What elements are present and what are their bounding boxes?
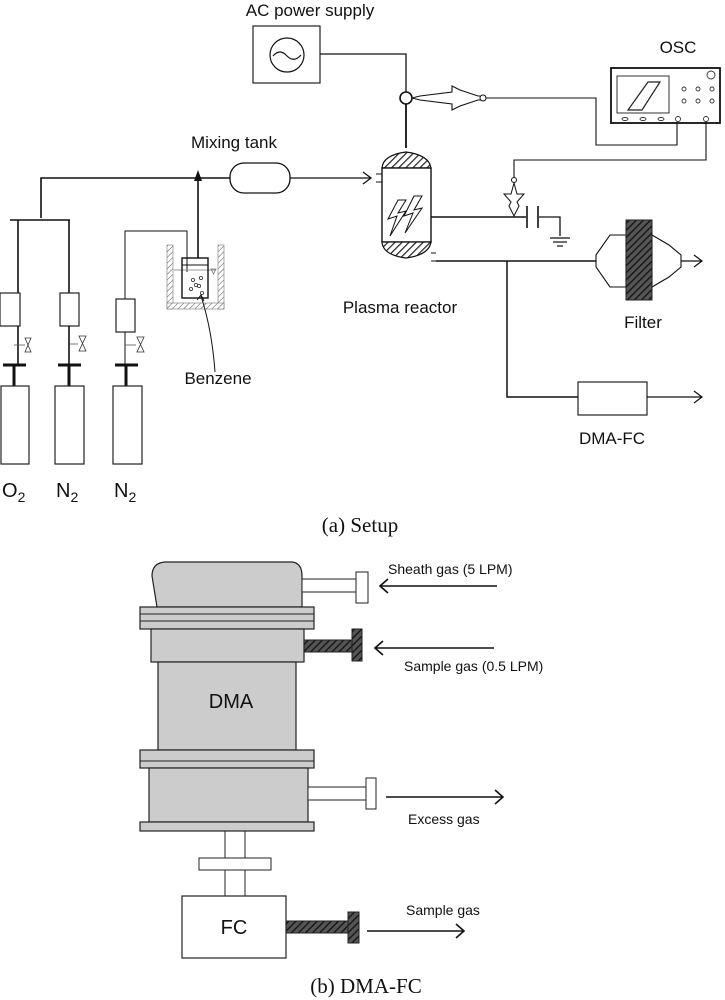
plasma-reactor <box>381 151 432 259</box>
dma-fc-box <box>577 381 648 416</box>
setup-diagram: AC power supply OSC <box>0 1 721 537</box>
lissajous-icon <box>626 81 662 111</box>
ground-icon <box>550 237 570 247</box>
arrow-icon <box>693 390 703 404</box>
dma-fc-diagram: Sheath gas (5 LPM) Sample gas (0.5 LPM) … <box>139 561 543 998</box>
cylinder-label-n2-2: N2 <box>114 480 136 505</box>
filter-label: Filter <box>624 313 662 332</box>
arrow-icon <box>362 171 373 185</box>
fc-box <box>181 895 287 959</box>
sine-wave-icon <box>272 51 302 60</box>
arrow-icon <box>494 789 505 805</box>
cylinder-label-o2: O2 <box>2 480 26 505</box>
osc-label: OSC <box>660 38 697 57</box>
gas-cylinder-n2-1 <box>54 292 87 465</box>
hv-probe-icon <box>411 85 487 111</box>
sheath-gas-label: Sheath gas (5 LPM) <box>388 561 513 577</box>
plasma-reactor-label: Plasma reactor <box>343 298 458 317</box>
sample-gas-out-label: Sample gas <box>406 902 480 918</box>
lightning-icon <box>403 195 424 234</box>
cylinder-label-n2-1: N2 <box>56 480 78 505</box>
valve-icon <box>136 336 145 353</box>
arrow-icon <box>455 923 466 939</box>
arrow-icon <box>693 254 703 268</box>
ac-power-supply <box>252 25 321 84</box>
lightning-icon <box>386 199 408 237</box>
benzene-label: Benzene <box>184 369 251 388</box>
valve-icon <box>78 335 87 352</box>
junction-node <box>399 91 413 105</box>
fc-label: FC <box>221 917 248 939</box>
arrow-icon <box>378 578 389 594</box>
arrow-icon <box>194 170 202 181</box>
gas-cylinder-n2-2 <box>112 298 145 465</box>
caption-dma-fc: (b) DMA-FC <box>310 974 421 998</box>
voltage-probe-icon <box>502 177 526 218</box>
filter <box>595 219 682 301</box>
benzene-bubbler <box>166 244 225 310</box>
mixing-tank <box>229 162 291 194</box>
excess-gas-label: Excess gas <box>408 811 480 827</box>
dma-label: DMA <box>209 691 254 713</box>
arrow-icon <box>373 640 384 656</box>
caption-setup: (a) Setup <box>322 513 398 537</box>
dma-body <box>157 661 297 751</box>
valve-icon <box>24 337 32 353</box>
mixing-tank-label: Mixing tank <box>191 133 277 152</box>
gas-cylinder-o2 <box>0 292 32 465</box>
ac-power-supply-label: AC power supply <box>246 1 375 20</box>
sample-gas-in-label: Sample gas (0.5 LPM) <box>404 658 543 674</box>
dma-fc-label: DMA-FC <box>579 429 645 448</box>
oscilloscope <box>610 67 721 124</box>
